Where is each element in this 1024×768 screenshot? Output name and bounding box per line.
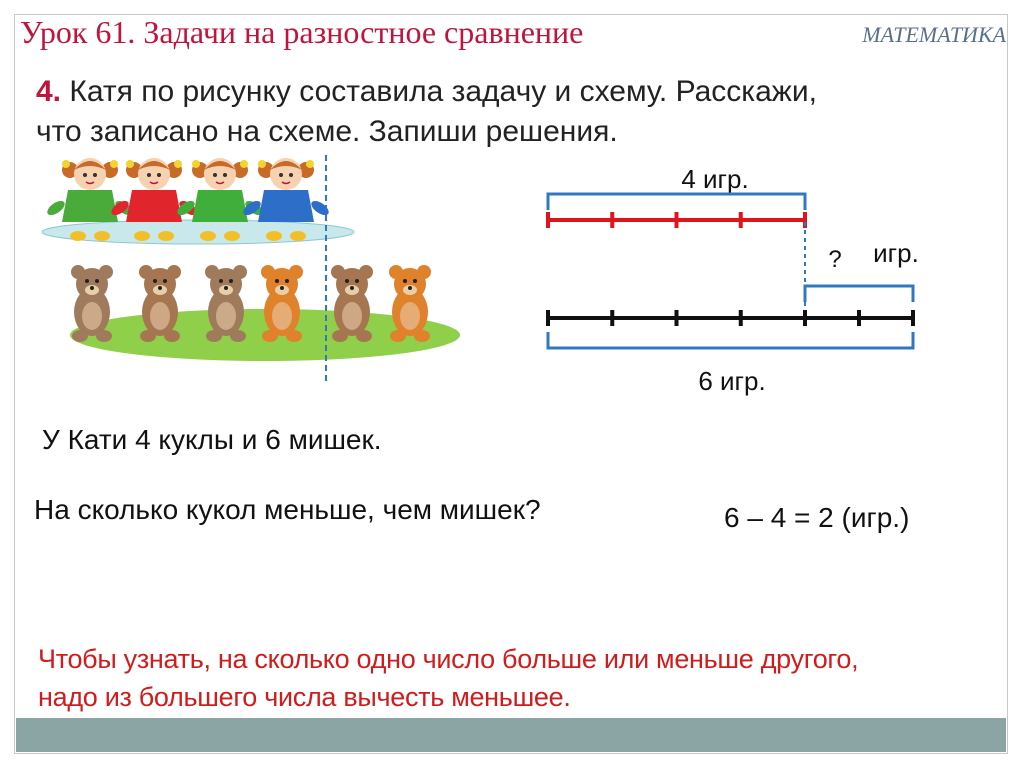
footer-bar [16,718,1006,752]
bear-figure [71,265,113,342]
fact-text: У Кати 4 куклы и 6 мишек. [42,424,382,455]
difference-label: игр. [873,238,919,268]
task-number: 4. [36,75,62,108]
task-line-1: Катя по рисунку составила задачу и схему… [69,75,817,108]
dolls-bears-picture [41,155,460,382]
task-statement: 4. Катя по рисунку составила задачу и сх… [36,72,817,152]
bottom-brace [546,332,915,350]
bear-figure [261,265,303,342]
lesson-title: Урок 61. Задачи на разностное сравнение [20,14,584,50]
bear-figure [389,265,431,342]
task-line-2: что записано на схеме. Запиши решения. [36,115,618,148]
doll-figure [177,158,263,241]
top-brace [546,192,807,210]
bear-figure [205,265,247,342]
doll-figure [243,158,329,241]
bears-group [71,265,431,342]
dolls-platform [41,219,355,245]
rule-line-2: надо из большего числа вычесть меньшее. [38,682,571,712]
difference-brace [803,284,915,302]
dolls-group [47,158,329,241]
top-segment-line [546,212,807,228]
doll-figure [111,158,197,241]
comparison-scheme: 4 игр. ? игр. 6 игр. [546,164,919,396]
bottom-length-label: 6 игр. [698,366,765,396]
top-length-label: 4 игр. [681,164,748,194]
question-mark: ? [828,246,841,273]
bear-figure [139,265,181,342]
rule-text: Чтобы узнать, на сколько одно число боль… [38,640,859,716]
question-text: На сколько кукол меньше, чем мишек? [34,494,541,525]
rule-line-1: Чтобы узнать, на сколько одно число боль… [38,644,859,674]
solution-expression: 6 – 4 = 2 (игр.) [724,502,910,533]
slide-frame [14,14,1008,754]
bottom-segment-line [546,310,915,326]
bear-figure [331,265,373,342]
doll-figure [47,158,133,241]
subject-label: МАТЕМАТИКА [862,22,1006,47]
